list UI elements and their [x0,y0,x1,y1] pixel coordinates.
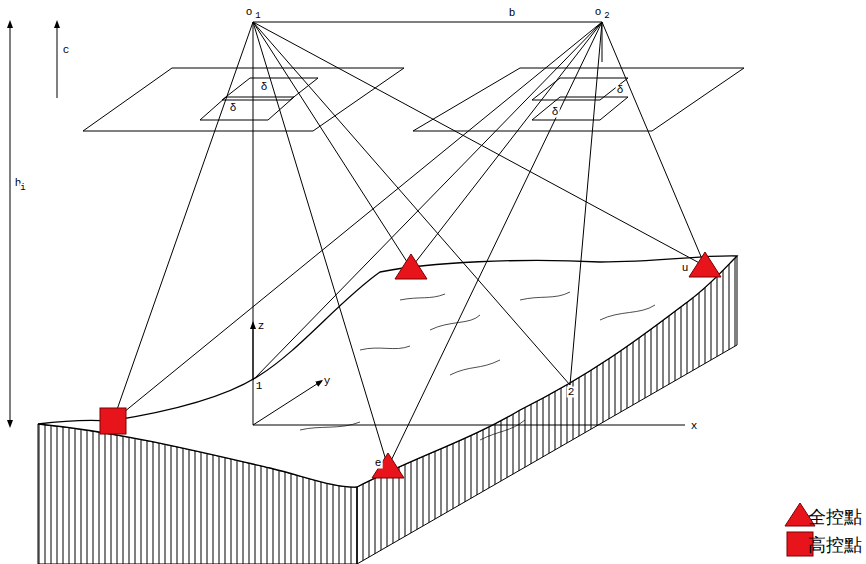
full-control-point [372,453,404,478]
point-number: 2 [567,387,576,398]
format-label: δ [551,107,560,118]
format-label: δ [260,82,269,93]
legend-text: 高控點 [808,536,862,554]
full-control-point [689,252,721,277]
format-label: δ [229,103,238,114]
terrain-surface [38,256,737,487]
axis-label: y [323,376,332,387]
format-label: δ [616,85,625,96]
base-label: b [508,8,517,19]
image-plane [413,68,744,131]
point-label: e [374,458,383,469]
focal-label: c [62,45,71,56]
projection-rays [113,22,705,467]
station-index: 1 [254,12,261,21]
full-control-point [395,254,427,279]
point-number: 1 [255,381,264,392]
base-line [253,22,602,23]
station-index: 2 [603,12,610,21]
image-format [532,78,628,120]
image-format [200,78,318,120]
axis-label: z [257,321,266,332]
focal-dimension [57,24,58,98]
station-label: o [245,7,254,18]
axis-label: x [690,421,699,432]
station-label: o [594,7,603,18]
height-control-point [100,408,126,434]
point-label: u [681,263,690,274]
legend-text: 全控點 [808,508,862,526]
terrain-texture [300,292,655,440]
height-dimension [10,24,11,424]
x-axis [253,425,685,426]
height-index: i [19,184,26,193]
